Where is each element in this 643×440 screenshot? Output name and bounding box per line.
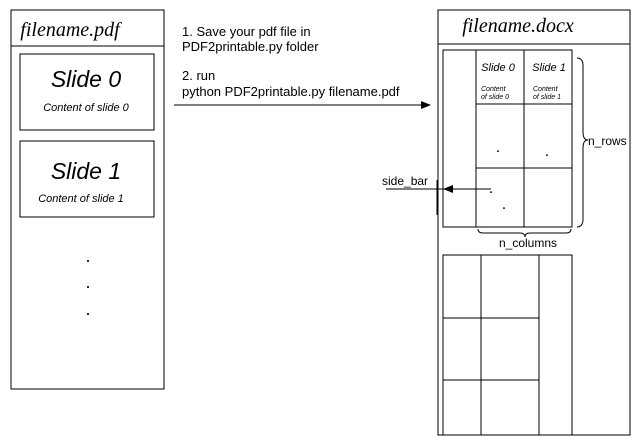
pdf-slide-frame (19, 140, 155, 218)
ellipsis-dot: . (85, 246, 90, 266)
docx-table-page2 (442, 254, 573, 436)
pdf-slide-frame (19, 53, 155, 131)
step2-line1: 2. run (182, 68, 215, 83)
pdf-slide-1: Slide 1 Content of slide 1 (19, 140, 155, 218)
docx-cell-slide-1: Slide 1 Content of slide 1 (532, 62, 566, 101)
n-rows-brace (576, 57, 589, 228)
cell-content-line1: Content (481, 86, 507, 93)
cell-dot: . (496, 139, 500, 156)
pdf-ellipsis: . . . (85, 246, 90, 319)
cell-title: Slide 1 (532, 62, 566, 74)
pdf-slide-title: Slide 0 (51, 66, 122, 92)
docx-cell-slide-0: Slide 0 Content of slide 0 (481, 62, 516, 101)
step1-line1: 1. Save your pdf file in (182, 24, 311, 39)
ellipsis-dot: . (85, 272, 90, 292)
instructions: 1. Save your pdf file in PDF2printable.p… (182, 24, 400, 99)
step1-line2: PDF2printable.py folder (182, 39, 319, 54)
cell-content-line2: of slide 0 (481, 94, 509, 101)
table-frame (442, 49, 573, 228)
docx-document: filename.docx Slide 0 Content of slide 0… (437, 9, 631, 436)
ellipsis-dot: . (85, 299, 90, 319)
cell-content-line2: of slide 1 (533, 94, 561, 101)
pdf-slide-0: Slide 0 Content of slide 0 (19, 53, 155, 131)
table-frame (442, 254, 573, 436)
cell-title: Slide 0 (481, 62, 516, 74)
pdf-slide-content: Content of slide 0 (43, 102, 129, 114)
n-columns-brace (477, 228, 572, 238)
cell-content-line1: Content (533, 86, 559, 93)
n-rows-label: n_rows (588, 134, 627, 148)
cell-dot: . (545, 143, 549, 160)
step2-line2: python PDF2printable.py filename.pdf (182, 84, 400, 99)
pdf-title: filename.pdf (20, 19, 122, 41)
pdf-slide-content: Content of slide 1 (38, 193, 124, 205)
side-bar-label: side_bar (382, 174, 428, 188)
pdf-slide-title: Slide 1 (51, 158, 121, 184)
n-columns-label: n_columns (499, 236, 557, 250)
docx-table-page1: Slide 0 Content of slide 0 Slide 1 Conte… (442, 49, 573, 228)
cell-dot: . (502, 196, 506, 213)
pdf-document: filename.pdf Slide 0 Content of slide 0 … (10, 9, 165, 390)
docx-title: filename.docx (462, 15, 574, 37)
